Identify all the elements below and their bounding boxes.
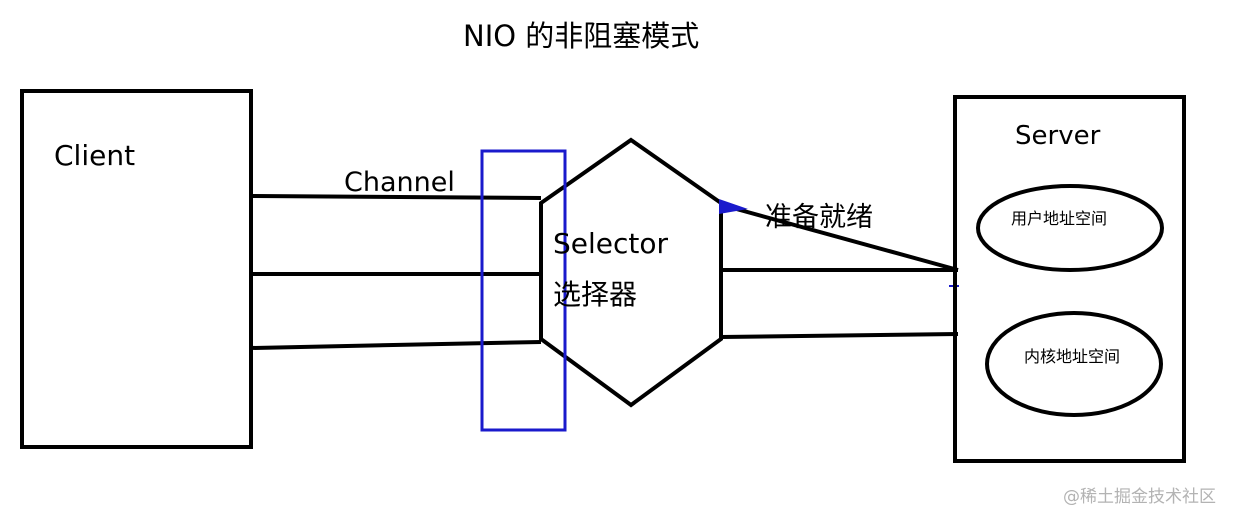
selector-server-line-bottom [720, 332, 959, 339]
watermark: @稀土掘金技术社区 [1063, 487, 1216, 507]
selector-cn-label: 选择器 [553, 278, 638, 311]
ready-label: 准备就绪 [765, 202, 873, 233]
user-space-ellipse [976, 184, 1164, 272]
kernel-space-label: 内核地址空间 [1024, 347, 1121, 366]
client-box [20, 89, 253, 449]
channel-label: Channel [344, 167, 455, 198]
channel-highlight-box [480, 149, 567, 432]
client-label: Client [54, 139, 136, 172]
ready-arrowhead [719, 199, 748, 214]
server-box [953, 95, 1186, 463]
diagram-title: NIO 的非阻塞模式 [463, 19, 700, 53]
channel-line-top [250, 194, 542, 200]
channel-line-bottom [250, 340, 542, 350]
selector-label: Selector [553, 227, 669, 260]
server-label: Server [1015, 121, 1101, 151]
user-space-label: 用户地址空间 [1011, 209, 1108, 228]
selector-hexagon [539, 137, 723, 408]
kernel-space-ellipse [985, 311, 1163, 417]
ready-arrow-line [721, 203, 959, 272]
